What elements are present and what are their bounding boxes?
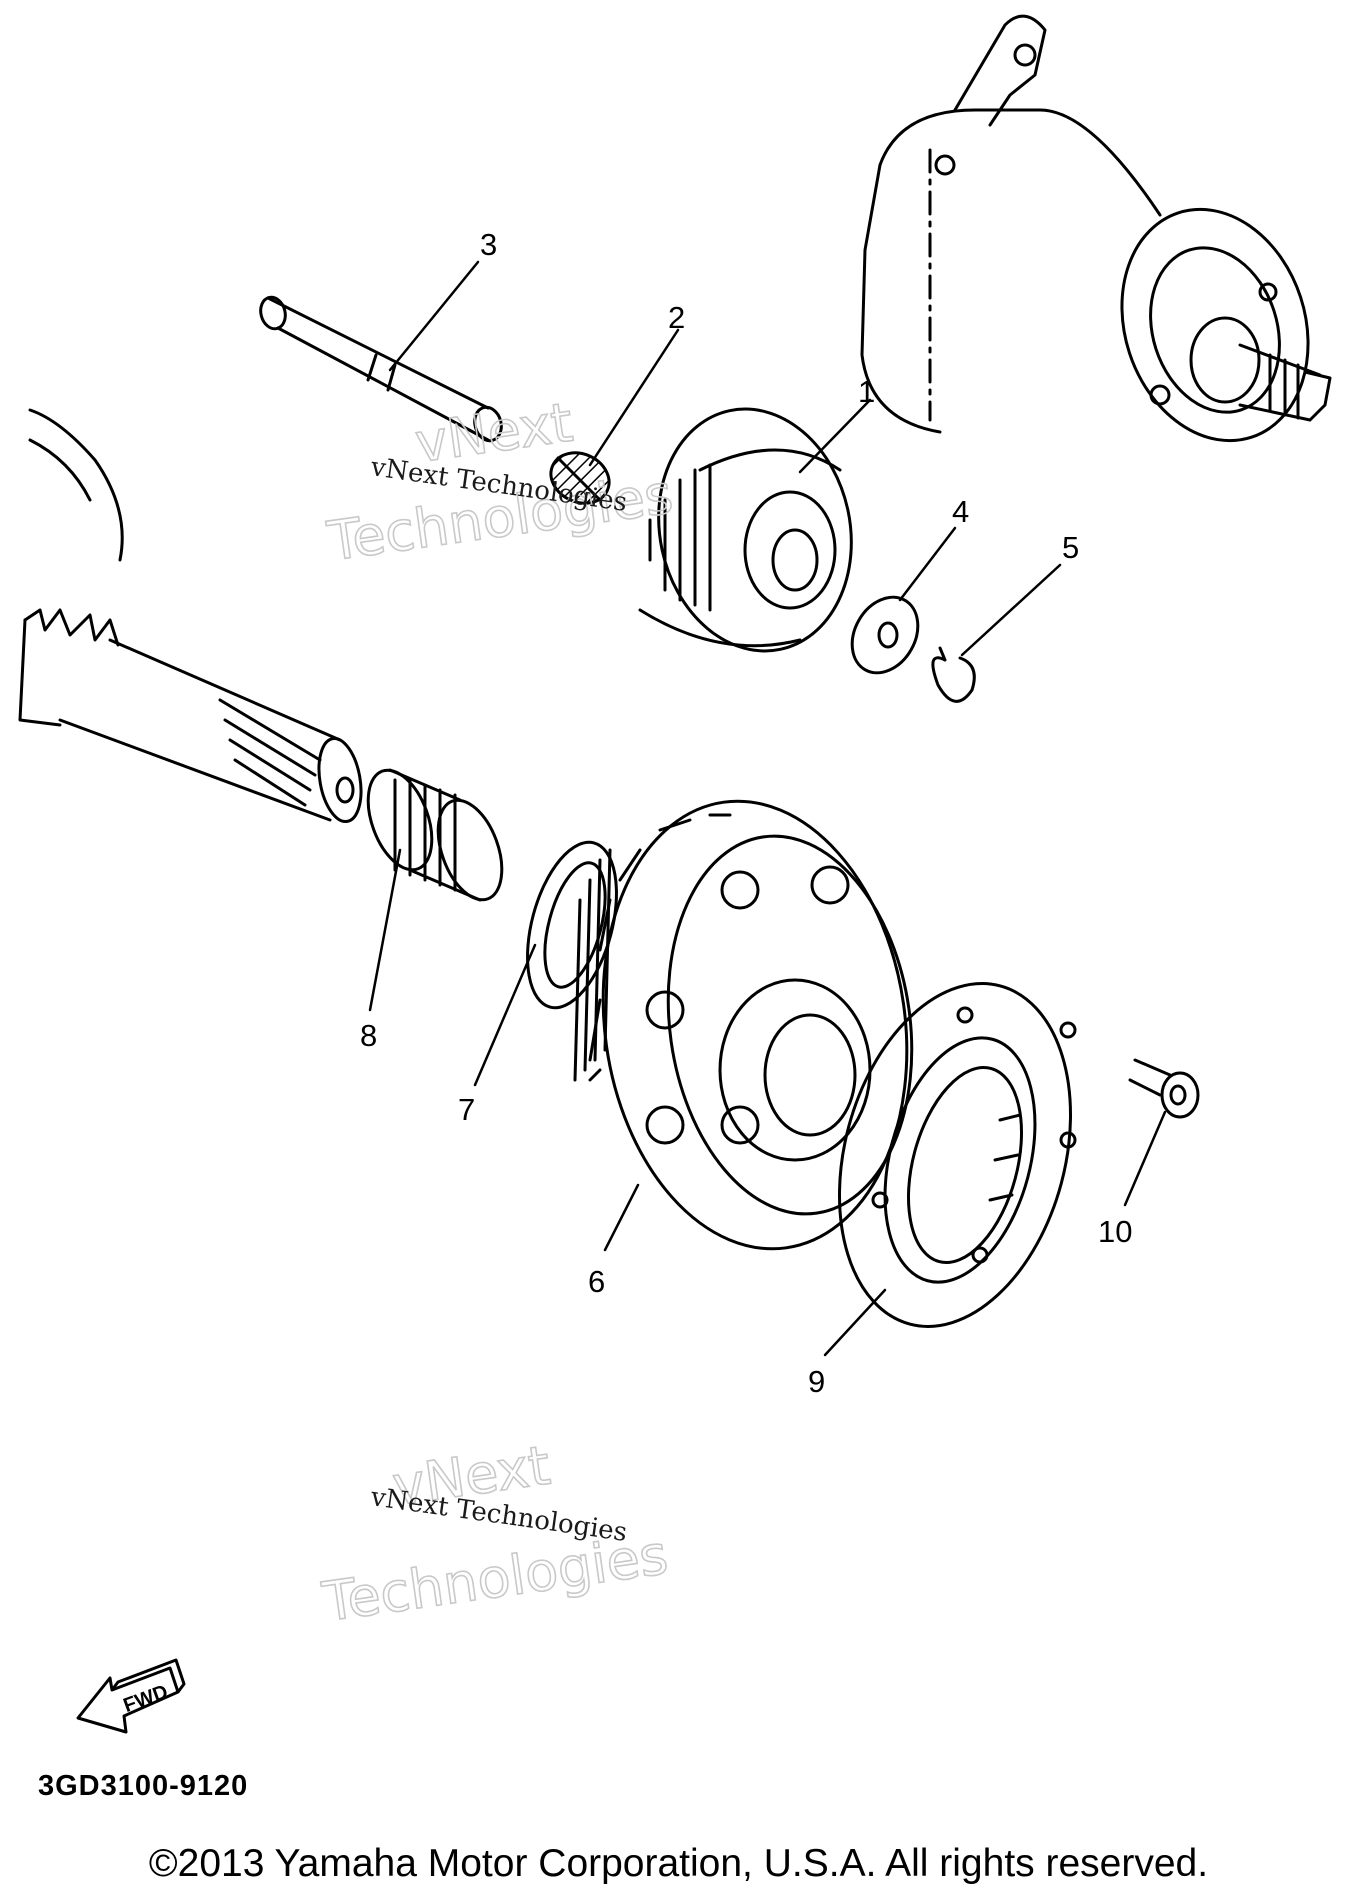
thrust-washer (526, 840, 618, 1010)
callout-3: 3 (480, 227, 497, 262)
shaft (259, 295, 503, 443)
diagram-part-code: 3GD3100-9120 (38, 1770, 249, 1802)
fwd-arrow-icon (76, 1658, 186, 1734)
idler-gear (638, 407, 853, 653)
callout-4: 4 (952, 494, 969, 529)
one-way-clutch (837, 982, 1077, 1328)
callout-8: 8 (360, 1018, 377, 1053)
callout-2: 2 (668, 300, 685, 335)
callout-10: 10 (1098, 1214, 1132, 1249)
leader-lines (368, 260, 1167, 1357)
callout-5: 5 (1062, 530, 1079, 565)
starter-wheel-gear (573, 799, 914, 1251)
copyright-notice: ©2013 Yamaha Motor Corporation, U.S.A. A… (148, 1842, 1209, 1885)
main-shaft (18, 408, 363, 824)
callout-9: 9 (808, 1364, 825, 1399)
callout-1: 1 (858, 374, 875, 409)
starter-motor (860, 14, 1332, 443)
plain-washer (850, 595, 920, 675)
large-needle-bearing (366, 768, 504, 902)
fwd-label: FWD (121, 1681, 171, 1717)
callout-6: 6 (588, 1264, 605, 1299)
callout-7: 7 (458, 1092, 475, 1127)
circlip (931, 646, 976, 703)
small-needle-bearing (549, 451, 611, 505)
bolt (1128, 1058, 1200, 1119)
